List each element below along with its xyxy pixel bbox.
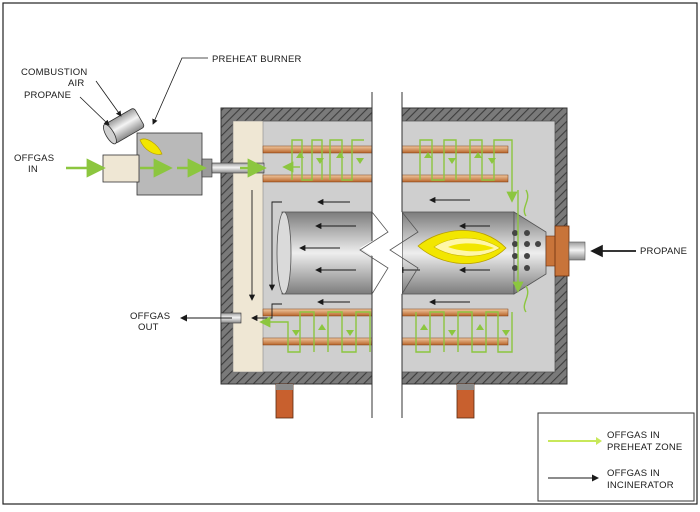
preheat-burner-leader — [152, 57, 208, 125]
combustion-air-leader — [95, 80, 122, 117]
legend-preheat-label-line1: OFFGAS IN — [607, 430, 660, 441]
offgas-in-label-line1: OFFGAS — [14, 153, 54, 164]
propane-left-label: PROPANE — [24, 90, 71, 101]
main-burner-flame — [417, 230, 507, 265]
incinerator-flow-arrows — [248, 190, 490, 322]
legend-preheat-label-line2: PREHEAT ZONE — [607, 442, 682, 453]
diagram-break-gap — [359, 92, 419, 418]
propane-right-label: PROPANE — [640, 246, 687, 257]
legend-incinerator-label-line2: INCINERATOR — [607, 480, 674, 491]
combustion-air-label-line1: COMBUSTION — [21, 67, 87, 78]
preheat-flow-arrows — [259, 139, 529, 353]
preheat-flame — [139, 138, 163, 155]
frame-border — [2, 2, 698, 505]
offgas-out-label-line1: OFFGAS — [130, 311, 170, 322]
preheat-burner-label: PREHEAT BURNER — [212, 54, 302, 65]
preheat-flow-chevrons — [292, 152, 510, 336]
propane-inlet-right — [545, 225, 586, 277]
propane-left-leader — [79, 96, 110, 126]
combustion-air-label-line2: AIR — [68, 78, 84, 89]
offgas-out-label-line2: OUT — [138, 322, 159, 333]
legend: OFFGAS IN PREHEAT ZONE OFFGAS IN INCINER… — [537, 412, 695, 502]
legend-incinerator-label-line1: OFFGAS IN — [607, 468, 660, 479]
offgas-in-label-line2: IN — [28, 164, 38, 175]
